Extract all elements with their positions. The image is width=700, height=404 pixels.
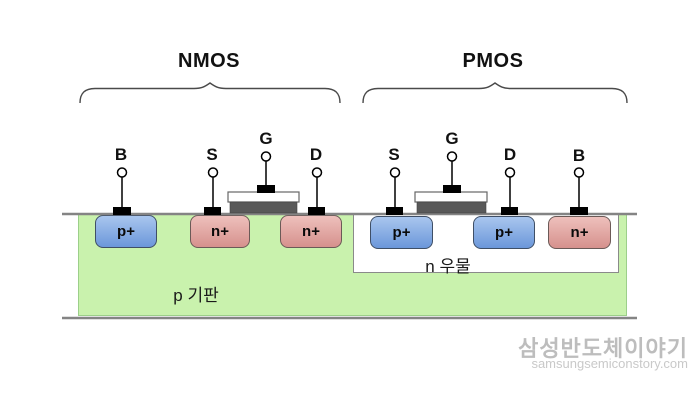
nmos-drain-region-n-plus: n+ xyxy=(280,215,342,248)
pmos-gate-oxide xyxy=(416,201,487,214)
pmos-g-terminal-circle xyxy=(446,151,458,162)
nmos-terminal-label-s: S xyxy=(206,145,218,164)
nmos-gate-poly xyxy=(227,191,300,203)
nmos-s-contact xyxy=(204,207,221,215)
p-substrate-label: p 기판 xyxy=(173,286,219,305)
pmos-terminal-label-g: G xyxy=(445,129,459,148)
nmos-brace xyxy=(79,82,341,104)
pmos-s-contact xyxy=(386,207,403,215)
nmos-d-terminal-circle xyxy=(311,167,323,178)
pmos-d-contact xyxy=(501,207,518,215)
nmos-s-terminal-circle xyxy=(207,167,219,178)
pmos-b-contact xyxy=(570,207,588,215)
nmos-source-region-n-plus: n+ xyxy=(190,215,250,248)
pmos-d-terminal-circle xyxy=(504,167,516,178)
nmos-terminal-label-b: B xyxy=(114,145,128,164)
pmos-b-terminal-circle xyxy=(573,167,585,178)
nmos-terminal-label-d: D xyxy=(309,145,323,164)
pmos-terminal-label-d: D xyxy=(503,145,517,164)
n-well-label: n 우물 xyxy=(425,257,471,276)
nmos-title: NMOS xyxy=(178,50,240,72)
watermark-brand: 삼성반도체이야기 xyxy=(518,336,688,361)
nmos-g-contact xyxy=(257,185,275,193)
nmos-d-contact xyxy=(308,207,325,215)
pmos-brace xyxy=(362,82,628,104)
pmos-terminal-label-b: B xyxy=(572,146,586,165)
nmos-terminal-label-g: G xyxy=(259,129,273,148)
nmos-b-terminal-circle xyxy=(116,167,128,178)
pmos-body-region-n-plus: n+ xyxy=(548,216,611,249)
pmos-drain-region-p-plus: p+ xyxy=(473,216,535,249)
watermark-url: samsungsemiconstory.com xyxy=(531,356,688,371)
nmos-body-region-p-plus: p+ xyxy=(95,215,157,248)
nmos-b-contact xyxy=(113,207,131,215)
pmos-source-region-p-plus: p+ xyxy=(370,216,433,249)
pmos-g-contact xyxy=(443,185,461,193)
pmos-gate-poly xyxy=(414,191,488,203)
nmos-gate-oxide xyxy=(229,201,298,214)
pmos-s-terminal-circle xyxy=(389,167,401,178)
pmos-terminal-label-s: S xyxy=(388,145,400,164)
pmos-title: PMOS xyxy=(462,50,524,72)
nmos-g-terminal-circle xyxy=(260,151,272,162)
